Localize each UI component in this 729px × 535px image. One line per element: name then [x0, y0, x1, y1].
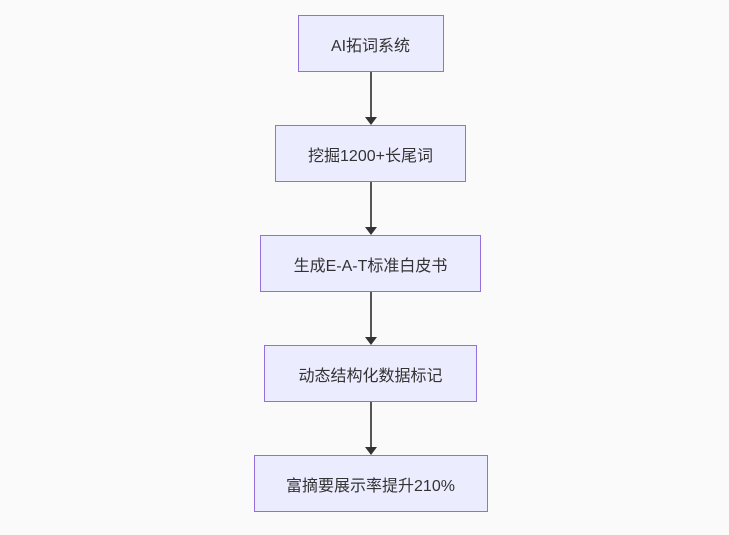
arrow-line [369, 72, 372, 118]
flow-node-generate-eat-whitepaper: 生成E-A-T标准白皮书 [260, 235, 481, 292]
flow-node-label: AI拓词系统 [330, 37, 411, 55]
arrowhead-icon [364, 117, 377, 125]
flow-node-label: 生成E-A-T标准白皮书 [293, 257, 448, 275]
arrow-line [369, 402, 372, 448]
flow-node-ai-word-expansion-system: AI拓词系统 [297, 15, 444, 72]
flow-arrow-1 [364, 72, 377, 125]
arrow-line [369, 292, 372, 338]
flow-node-label: 富摘要展示率提升210% [286, 477, 455, 495]
flow-node-rich-snippet-rate-increase: 富摘要展示率提升210% [253, 455, 488, 512]
flow-node-label: 挖掘1200+长尾词 [308, 147, 433, 165]
arrowhead-icon [364, 447, 377, 455]
arrow-line [369, 182, 372, 228]
flow-node-label: 动态结构化数据标记 [298, 367, 443, 385]
flow-node-dynamic-structured-data-markup: 动态结构化数据标记 [264, 345, 477, 402]
flow-arrow-2 [364, 182, 377, 235]
flow-arrow-4 [364, 402, 377, 455]
arrowhead-icon [364, 227, 377, 235]
flow-node-mine-longtail-keywords: 挖掘1200+长尾词 [275, 125, 466, 182]
flowchart: AI拓词系统 挖掘1200+长尾词 生成E-A-T标准白皮书 动态结构化数据标记… [6, 0, 729, 535]
flow-arrow-3 [364, 292, 377, 345]
arrowhead-icon [364, 337, 377, 345]
